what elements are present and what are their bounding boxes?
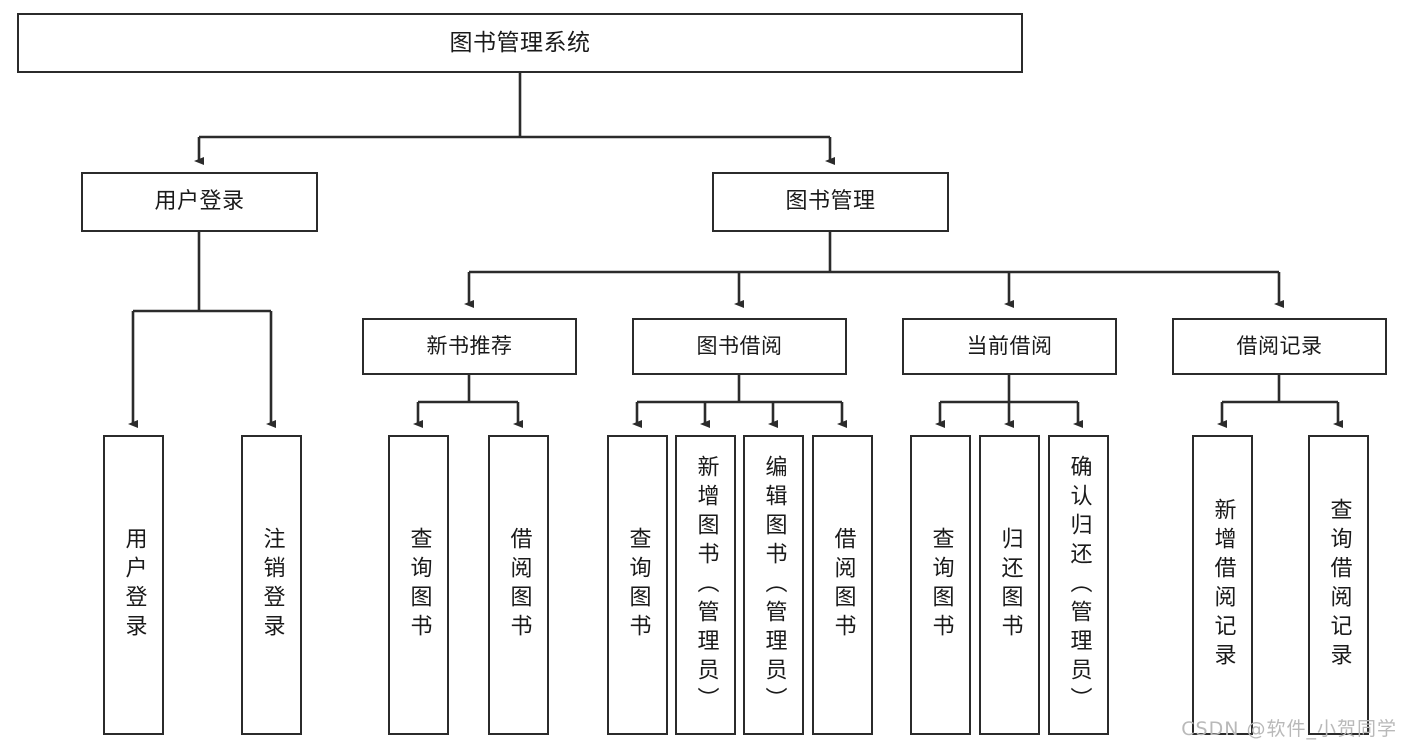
- node-label: 新增图书（管理员）: [693, 454, 719, 716]
- leaf-borrow-book[interactable]: 借阅图书: [812, 435, 873, 735]
- node-label: 确认归还（管理员）: [1066, 454, 1092, 716]
- leaf-borrow-book-recommend[interactable]: 借阅图书: [488, 435, 549, 735]
- leaf-query-book-recommend[interactable]: 查询图书: [388, 435, 449, 735]
- leaf-confirm-return-admin[interactable]: 确认归还（管理员）: [1048, 435, 1109, 735]
- leaf-add-borrow-record[interactable]: 新增借阅记录: [1192, 435, 1253, 735]
- node-label: 当前借阅: [966, 334, 1053, 359]
- node-label: 用户登录: [154, 189, 245, 215]
- node-current-borrow[interactable]: 当前借阅: [902, 318, 1117, 375]
- node-label: 查询图书: [625, 527, 651, 643]
- node-label: 查询图书: [406, 527, 432, 643]
- leaf-query-borrow-record[interactable]: 查询借阅记录: [1308, 435, 1369, 735]
- node-label: 查询借阅记录: [1326, 498, 1352, 672]
- leaf-return-book[interactable]: 归还图书: [979, 435, 1040, 735]
- node-label: 查询图书: [928, 527, 954, 643]
- node-label: 图书管理系统: [449, 29, 591, 56]
- leaf-logout[interactable]: 注销登录: [241, 435, 302, 735]
- node-label: 借阅记录: [1236, 334, 1323, 359]
- node-label: 借阅图书: [506, 527, 532, 643]
- leaf-user-login[interactable]: 用户登录: [103, 435, 164, 735]
- node-label: 图书借阅: [696, 334, 783, 359]
- node-label: 图书管理: [785, 189, 876, 215]
- node-label: 用户登录: [121, 527, 147, 643]
- node-label: 借阅图书: [830, 527, 856, 643]
- node-label: 归还图书: [997, 527, 1023, 643]
- leaf-query-book-current[interactable]: 查询图书: [910, 435, 971, 735]
- node-user-login[interactable]: 用户登录: [81, 172, 318, 232]
- node-root-book-management-system[interactable]: 图书管理系统: [17, 13, 1023, 73]
- leaf-query-book-borrow[interactable]: 查询图书: [607, 435, 668, 735]
- node-label: 新增借阅记录: [1210, 498, 1236, 672]
- node-book-borrow[interactable]: 图书借阅: [632, 318, 847, 375]
- node-label: 注销登录: [259, 527, 285, 643]
- node-new-book-recommend[interactable]: 新书推荐: [362, 318, 577, 375]
- node-book-management[interactable]: 图书管理: [712, 172, 949, 232]
- node-label: 编辑图书（管理员）: [761, 454, 787, 716]
- leaf-edit-book-admin[interactable]: 编辑图书（管理员）: [743, 435, 804, 735]
- leaf-add-book-admin[interactable]: 新增图书（管理员）: [675, 435, 736, 735]
- node-label: 新书推荐: [426, 334, 513, 359]
- csdn-watermark: CSDN @软件_小贺同学: [1181, 718, 1397, 740]
- node-borrow-record[interactable]: 借阅记录: [1172, 318, 1387, 375]
